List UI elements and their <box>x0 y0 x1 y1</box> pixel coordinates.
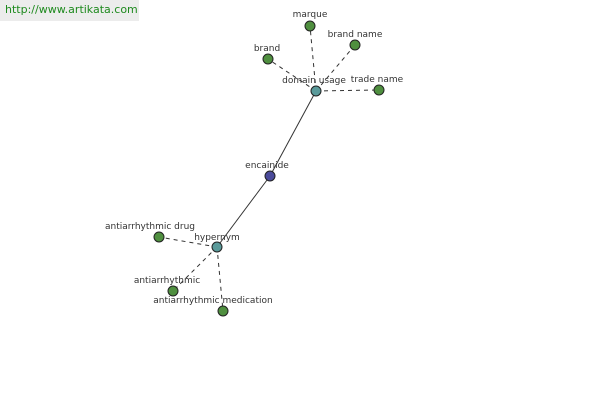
edge-domain-usage-brand <box>267 58 317 92</box>
label-marque: marque <box>293 10 328 20</box>
node-brand[interactable] <box>262 53 274 65</box>
node-marque[interactable] <box>304 20 316 32</box>
edge-domain-usage-brand-name <box>315 44 356 92</box>
edge-hypernym-antiarrhythmic <box>172 246 218 292</box>
label-center: encainide <box>245 161 289 171</box>
label-trade-name: trade name <box>351 75 404 85</box>
label-antiarrhythmic: antiarrhythmic <box>134 276 200 286</box>
edge-center-hypernym <box>216 175 271 248</box>
node-center[interactable] <box>264 170 276 182</box>
node-hypernym[interactable] <box>211 241 223 253</box>
label-antiarrhythmic-drug: antiarrhythmic drug <box>105 222 195 232</box>
node-brand-name[interactable] <box>349 39 361 51</box>
label-hypernym: hypernym <box>194 233 240 243</box>
edge-domain-usage-trade-name <box>315 89 380 92</box>
edge-center-domain-usage <box>269 90 317 177</box>
labels: encainide domain usage hypernym marque b… <box>105 10 404 306</box>
label-brand-name: brand name <box>328 30 383 40</box>
edge-hypernym-antiarrhythmic-drug <box>158 236 218 248</box>
node-domain-usage[interactable] <box>310 85 322 97</box>
edge-domain-usage-marque <box>309 25 317 92</box>
edge-hypernym-antiarrhythmic-medication <box>216 246 224 312</box>
nodes <box>153 20 385 317</box>
label-antiarrhythmic-medication: antiarrhythmic medication <box>153 296 272 306</box>
node-antiarrhythmic[interactable] <box>167 285 179 297</box>
node-trade-name[interactable] <box>373 84 385 96</box>
node-antiarrhythmic-drug[interactable] <box>153 231 165 243</box>
edges <box>158 25 380 312</box>
artikata-url-link[interactable]: http://www.artikata.com <box>0 0 139 21</box>
node-antiarrhythmic-medication[interactable] <box>217 305 229 317</box>
label-domain-usage: domain usage <box>282 76 346 86</box>
label-brand: brand <box>254 44 280 54</box>
